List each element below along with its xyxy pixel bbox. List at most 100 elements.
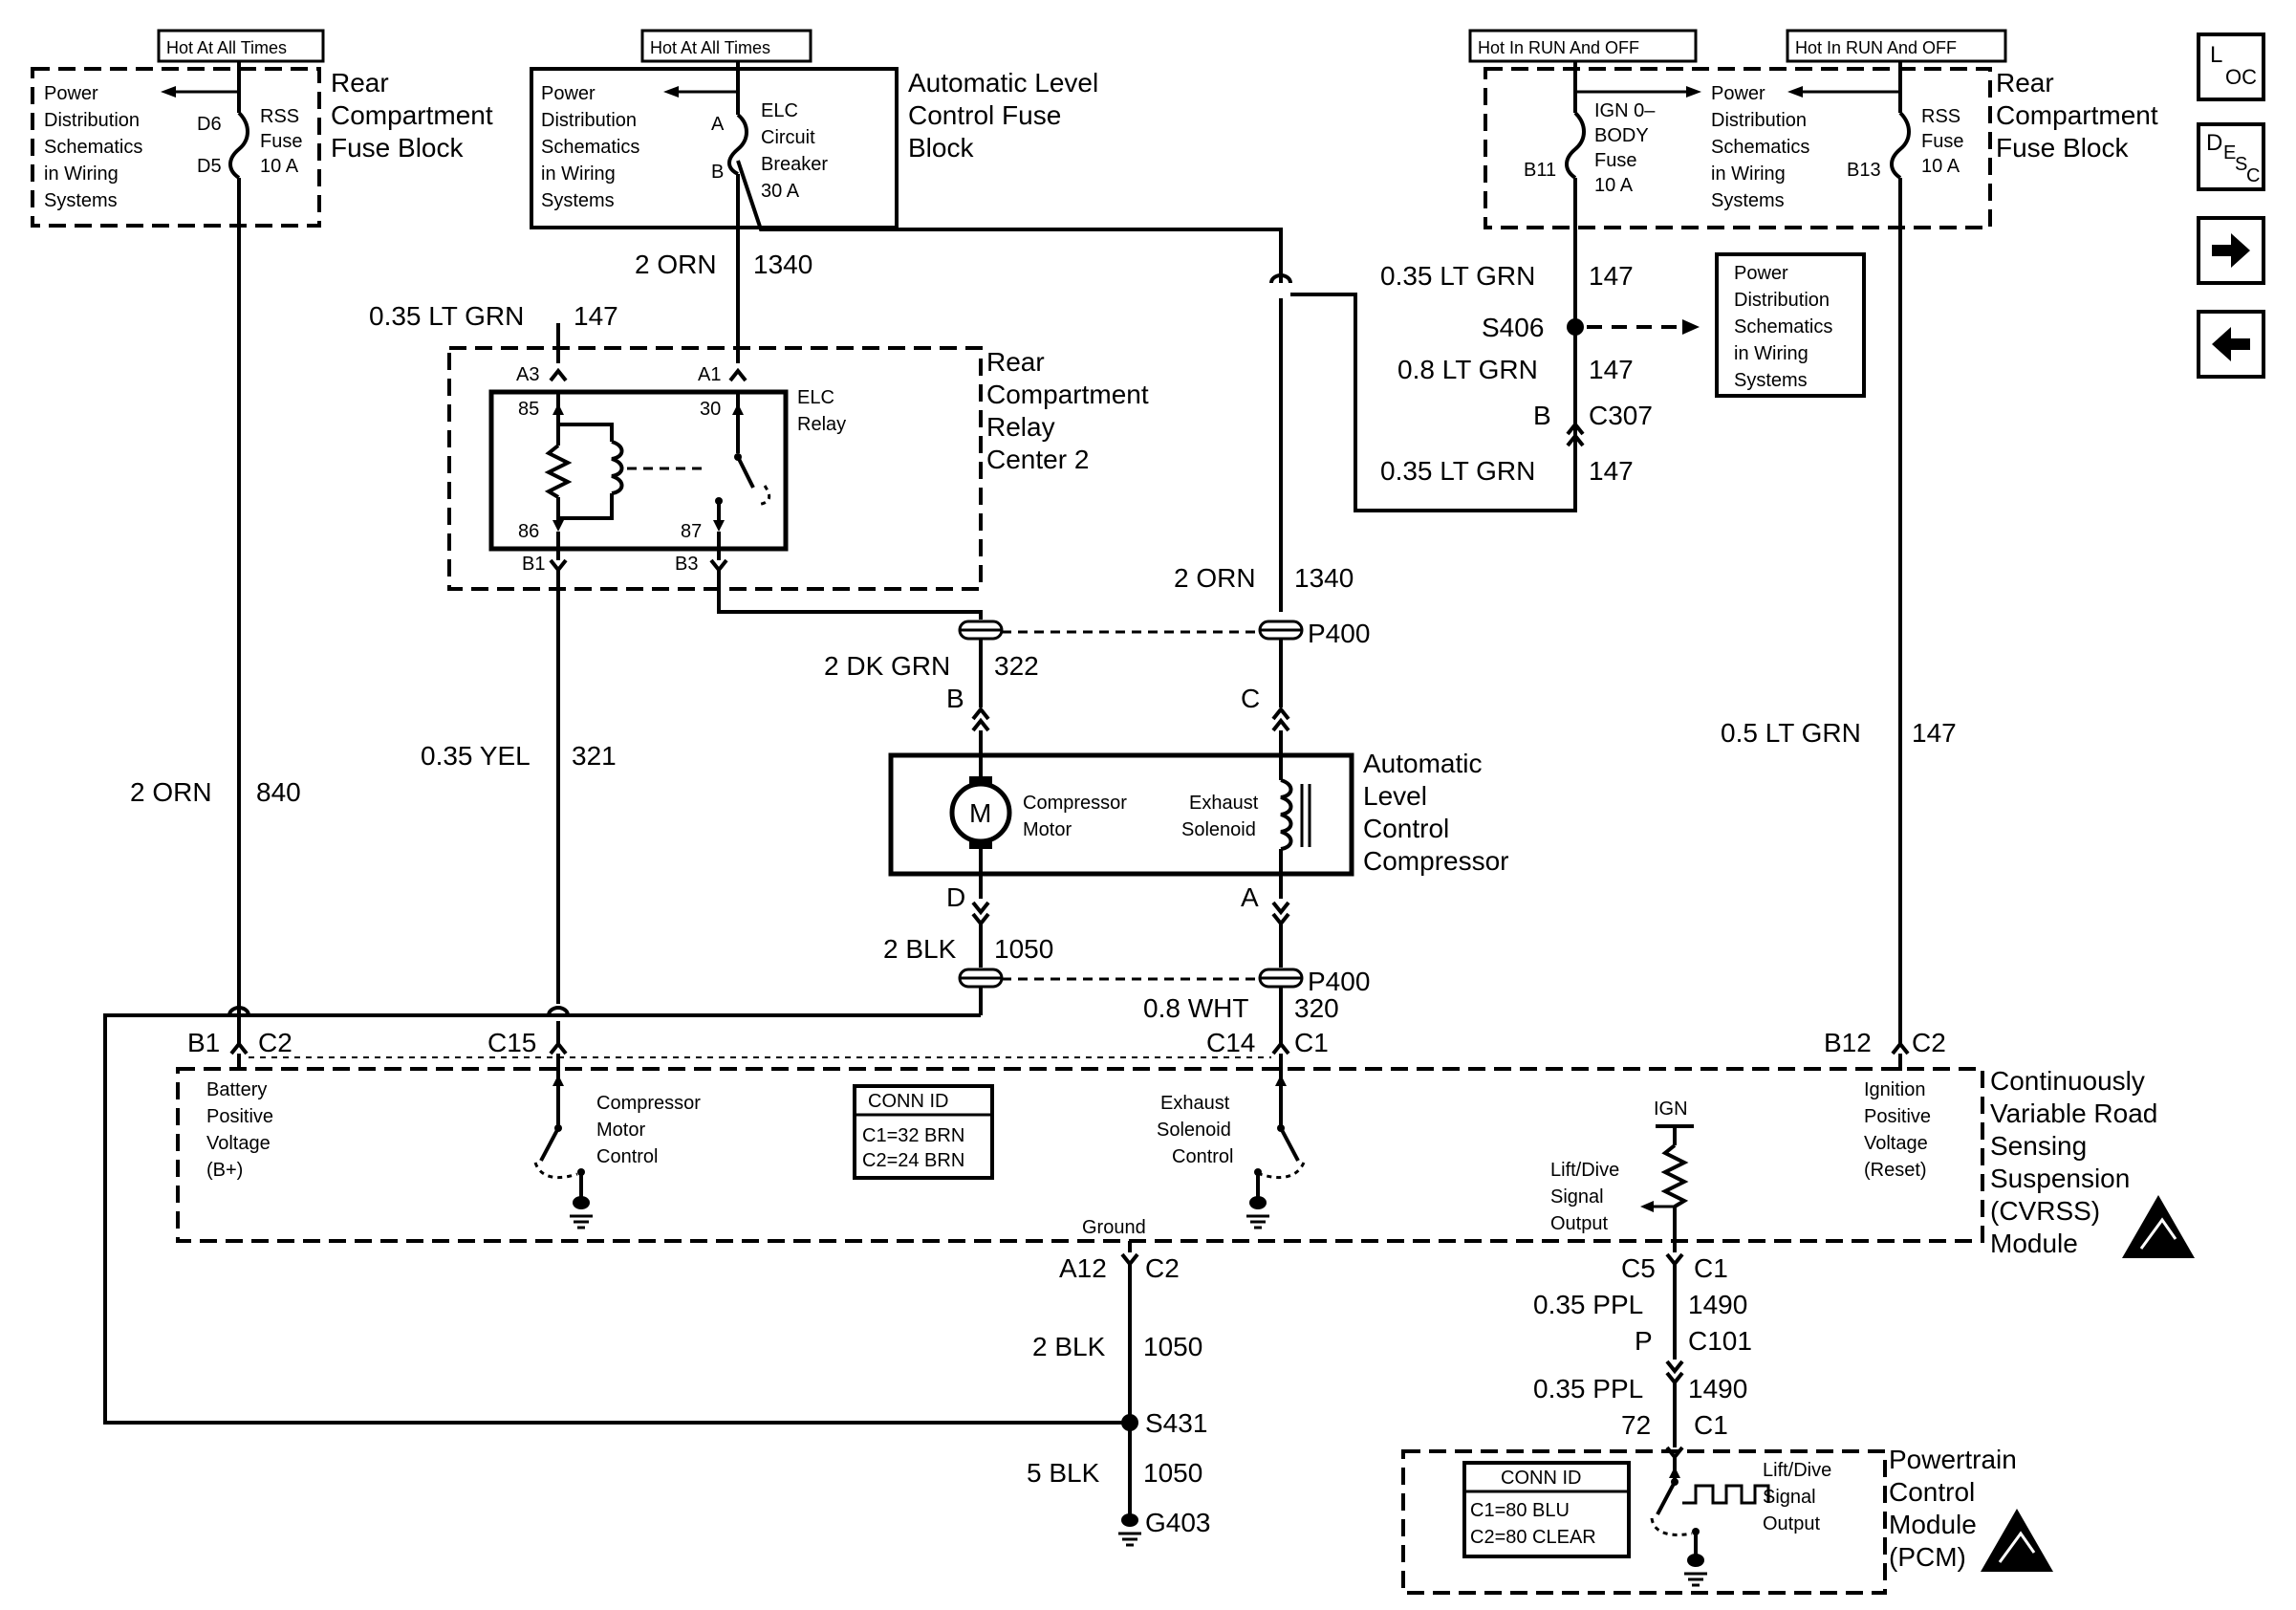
wire-1050b-number: 1050 [1143,1332,1202,1361]
wire-320-number: 320 [1294,993,1339,1023]
compressor-pin-b: B [946,684,964,713]
pin-a1: A1 [698,364,721,385]
pds-right2-line-1: Power [1734,263,1788,284]
wire-1050a-number: 1050 [994,934,1053,964]
compressor-motor-label-2: Motor [1023,819,1072,840]
wire-147b-gauge: 0.35 LT GRN [1380,261,1535,291]
wire-320-gauge: 0.8 WHT [1143,993,1248,1023]
loc-big-letter: L [2210,42,2223,68]
pin-a3: A3 [516,364,539,385]
rss-fuse-right-1: RSS [1921,106,1960,127]
wire-322-gauge: 2 DK GRN [824,651,950,681]
right-arrow-icon [2212,233,2250,268]
wire-147e-gauge: 0.5 LT GRN [1721,718,1861,748]
loc-button[interactable]: L OC [2197,33,2265,101]
elc-cb-4: 30 A [761,181,800,202]
rss-fuse-left-2: Fuse [260,131,302,152]
pds-right2-line-2: Distribution [1734,290,1830,311]
compressor-pin-d: D [946,882,965,912]
relay-center-title-4: Center 2 [986,445,1089,474]
pds-left-line-1: Power [44,83,98,104]
pcm-title-4: (PCM) [1889,1542,1966,1572]
cvrss-pin-c2b: C2 [1912,1028,1946,1057]
exh-sol-control-1: Exhaust [1160,1093,1230,1114]
rear-fuse-block-right-title-1: Rear [1996,68,2054,98]
elc-relay [488,389,789,552]
desc-small-letter-2: S [2235,154,2248,175]
cvrss-conn-id-title: CONN ID [868,1091,948,1112]
pin-a-cb: A [711,114,725,135]
wire-147c-gauge: 0.8 LT GRN [1397,355,1538,384]
rss-fuse-left-3: 10 A [260,156,299,177]
pcm-title-3: Module [1889,1510,1977,1539]
pin-72: 72 [1621,1410,1651,1440]
wire-1340b-gauge: 2 ORN [1174,563,1256,593]
hot-label-box-2 [640,29,812,63]
connector-c101-label: C101 [1688,1326,1752,1356]
cvrss-pin-b1: B1 [187,1028,220,1057]
elc-relay-label-2: Relay [797,414,846,435]
exhaust-solenoid-label-1: Exhaust [1189,793,1259,814]
wire-147e-number: 147 [1912,718,1957,748]
splice-s406 [1567,318,1584,336]
comp-motor-control-1: Compressor [596,1093,701,1114]
cvrss-title-3: Sensing [1990,1131,2087,1161]
exhaust-solenoid-label-2: Solenoid [1181,819,1256,840]
pcm-lift-dive-3: Output [1763,1513,1820,1534]
loc-small-letters: OC [2225,65,2257,89]
wire-1050c-number: 1050 [1143,1458,1202,1488]
previous-page-button[interactable] [2197,310,2265,379]
hot-label-4: Hot In RUN And OFF [1795,38,1957,57]
pin-a12: A12 [1059,1253,1107,1283]
desc-big-letter: D [2206,130,2223,156]
desc-button[interactable]: D E S C [2197,122,2265,191]
comp-motor-control-2: Motor [596,1120,645,1141]
pin-b1-relay: B1 [522,554,545,575]
cvrss-lift-dive-3: Output [1550,1213,1608,1234]
pin-b13: B13 [1847,160,1881,181]
pcm-title-1: Powertrain [1889,1445,2017,1474]
cvrss-lift-dive-2: Signal [1550,1186,1604,1208]
rss-fuse-left-1: RSS [260,106,299,127]
pcm-title-2: Control [1889,1477,1975,1507]
relay-center-title-2: Compartment [986,380,1149,409]
battery-positive-2: Positive [206,1106,273,1127]
battery-positive-1: Battery [206,1079,267,1100]
wire-1340b-number: 1340 [1294,563,1354,593]
pin-c2c: C2 [1145,1253,1180,1283]
wire-1050b-gauge: 2 BLK [1032,1332,1106,1361]
rear-fuse-block-left-title-2: Compartment [331,100,493,130]
wire-147b-number: 147 [1589,261,1634,291]
pds-box-right [1715,252,1866,398]
hot-label-1: Hot At All Times [166,38,287,57]
rss-fuse-right-3: 10 A [1921,156,1960,177]
exh-sol-control-2: Solenoid [1157,1120,1231,1141]
wire-1340a-number: 1340 [753,250,812,279]
battery-positive-3: Voltage [206,1133,271,1154]
ign-positive-4: (Reset) [1864,1160,1927,1181]
cvrss-pin-c14: C14 [1206,1028,1255,1057]
next-page-button[interactable] [2197,216,2265,285]
pds-mid-line-4: in Wiring [541,163,616,185]
wire-322-number: 322 [994,651,1039,681]
alc-compressor-title-2: Level [1363,781,1427,811]
pds-mid-line-3: Schematics [541,137,639,158]
pcm-conn-c2: C2=80 CLEAR [1470,1527,1596,1548]
alc-fuse-block-title-2: Control Fuse [908,100,1061,130]
pcm-lift-dive-1: Lift/Dive [1763,1460,1831,1481]
ign-label: IGN [1654,1099,1688,1120]
wire-1490a-number: 1490 [1688,1290,1747,1319]
hot-label-3: Hot In RUN And OFF [1478,38,1639,57]
pds-mid-line-2: Distribution [541,110,637,131]
ign-fuse-1: IGN 0– [1594,100,1656,121]
pds-right1-line-4: in Wiring [1711,163,1786,185]
cvrss-ground-label: Ground [1082,1217,1146,1238]
cvrss-module [176,1067,1984,1243]
wire-1490b-gauge: 0.35 PPL [1533,1374,1643,1403]
pds-right2-line-5: Systems [1734,370,1808,391]
pcm-lift-dive-2: Signal [1763,1487,1816,1508]
motor-symbol-label: M [969,798,991,828]
connector-c307-pin: B [1533,401,1551,430]
pcm-conn-id-title: CONN ID [1501,1468,1581,1489]
